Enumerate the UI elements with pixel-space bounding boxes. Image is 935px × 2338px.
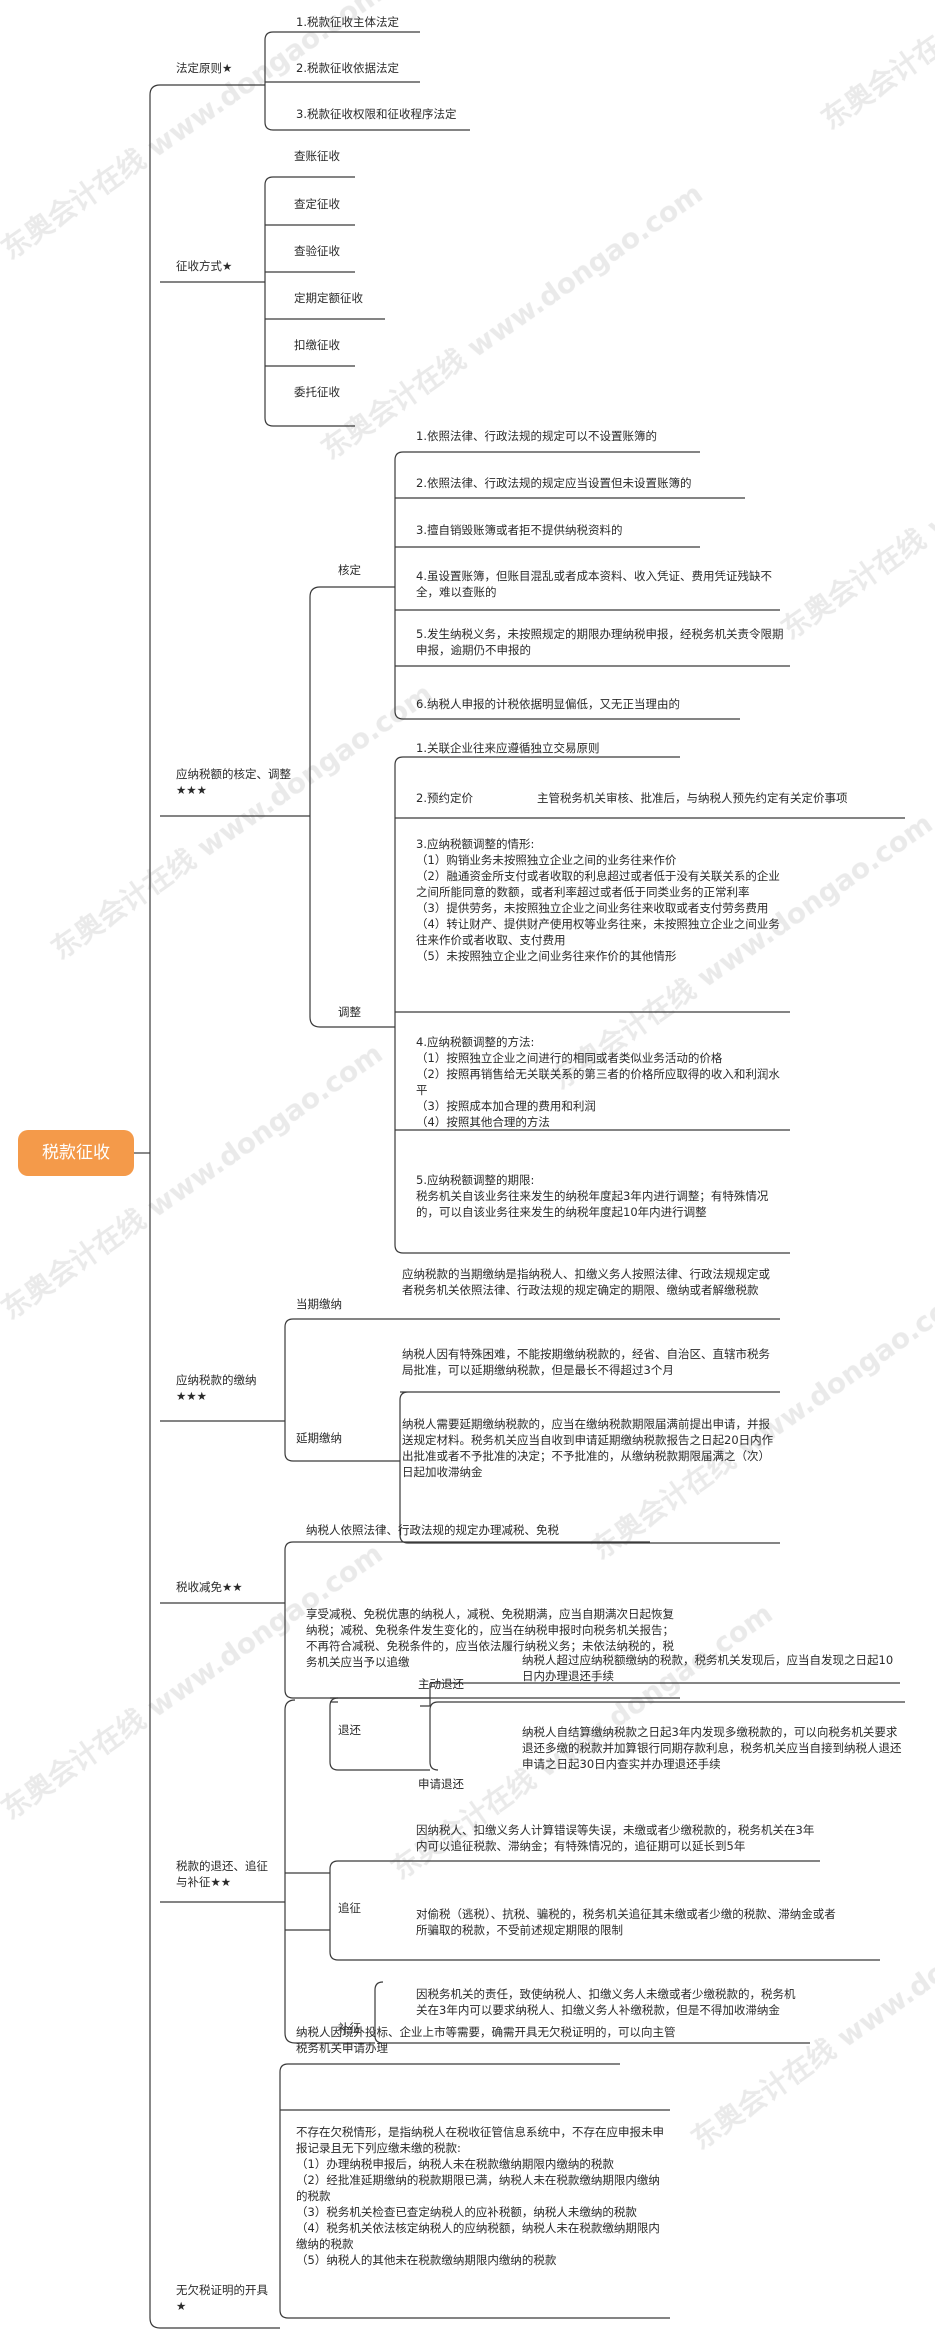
assessment-item: 5.发生纳税义务，未按照规定的期限办理纳税申报，经税务机关责令限期申报，逾期仍不…	[416, 627, 784, 657]
collection-method-item: 扣缴征收	[294, 338, 340, 352]
collection-method-item: 委托征收	[294, 385, 340, 399]
branch-legal-principle: 法定原则★	[176, 61, 233, 75]
deferred-payment-text: 纳税人需要延期缴纳税款的，应当在缴纳税款期限届满前提出申请，并报送规定材料。税务…	[402, 1417, 774, 1479]
subbranch-supplement: 补征	[338, 2021, 361, 2035]
certificate-text: 不存在欠税情形，是指纳税人在税收征管信息系统中，不存在应申报未申报记录且无下列应…	[296, 2125, 664, 2267]
deferred-payment-text: 纳税人因有特殊困难，不能按期缴纳税款的，经省、自治区、直辖市税务局批准，可以延期…	[402, 1347, 770, 1377]
current-payment-text: 应纳税款的当期缴纳是指纳税人、扣缴义务人按照法律、行政法规规定或者税务机关依照法…	[402, 1267, 770, 1297]
subbranch-refund: 退还	[338, 1723, 361, 1737]
adjustment-item: 2.预约定价	[416, 791, 473, 805]
assessment-item: 1.依照法律、行政法规的规定可以不设置账簿的	[416, 429, 657, 443]
subbranch-adjustment: 调整	[338, 1005, 361, 1019]
branch-tax-payment: 应纳税款的缴纳★★★	[176, 1373, 257, 1403]
legal-principle-item: 1.税款征收主体法定	[296, 15, 399, 29]
subbranch-deferred-payment: 延期缴纳	[296, 1431, 342, 1445]
legal-principle-item: 3.税款征收权限和征收程序法定	[296, 107, 457, 121]
certificate-text: 纳税人因境外投标、企业上市等需要，确需开具无欠税证明的，可以向主管税务机关申请办…	[296, 2025, 676, 2055]
subbranch-assessment: 核定	[338, 563, 361, 577]
assessment-item: 3.擅自销毁账簿或者拒不提供纳税资料的	[416, 523, 623, 537]
assessment-item: 6.纳税人申报的计税依据明显偏低，又无正当理由的	[416, 697, 680, 711]
subbranch-recovery: 追征	[338, 1901, 361, 1915]
recovery-text: 因纳税人、扣缴义务人计算错误等失误，未缴或者少缴税款的，税务机关在3年内可以追征…	[416, 1823, 815, 1853]
subbranch-current-payment: 当期缴纳	[296, 1297, 342, 1311]
collection-method-item: 查定征收	[294, 197, 340, 211]
branch-collection-methods: 征收方式★	[176, 259, 233, 273]
legal-principle-item: 2.税款征收依据法定	[296, 61, 399, 75]
branch-refund-recovery: 税款的退还、追征与补征★★	[176, 1859, 268, 1889]
adjustment-item: 5.应纳税额调整的期限: 税务机关自该业务往来发生的纳税年度起3年内进行调整；有…	[416, 1173, 769, 1219]
branch-tax-reduction: 税收减免★★	[176, 1580, 243, 1594]
refund-active-text: 纳税人超过应纳税额缴纳的税款，税务机关发现后，应当自发现之日起10日内办理退还手…	[522, 1653, 894, 1683]
refund-active-label: 主动退还	[418, 1677, 464, 1691]
adjustment-item: 4.应纳税额调整的方法: （1）按照独立企业之间进行的相同或者类似业务活动的价格…	[416, 1035, 780, 1129]
refund-application-text: 纳税人自结算缴纳税款之日起3年内发现多缴税款的，可以向税务机关要求退还多缴的税款…	[522, 1725, 902, 1771]
assessment-item: 2.依照法律、行政法规的规定应当设置但未设置账簿的	[416, 476, 692, 490]
adjustment-item-detail: 主管税务机关审核、批准后，与纳税人预先约定有关定价事项	[537, 791, 848, 805]
recovery-text: 对偷税（逃税）、抗税、骗税的，税务机关追征其未缴或者少缴的税款、滞纳金或者所骗取…	[416, 1907, 836, 1937]
reduction-text: 纳税人依照法律、行政法规的规定办理减税、免税	[306, 1523, 559, 1537]
branch-assessment-adjustment: 应纳税额的核定、调整★★★	[176, 767, 291, 797]
adjustment-item: 3.应纳税额调整的情形: （1）购销业务未按照独立企业之间的业务往来作价 （2）…	[416, 837, 780, 963]
branch-no-arrears-certificate: 无欠税证明的开具★	[176, 2283, 268, 2313]
refund-application-label: 申请退还	[418, 1777, 464, 1791]
assessment-item: 4.虽设置账簿，但账目混乱或者成本资料、收入凭证、费用凭证残缺不全，难以查账的	[416, 569, 772, 599]
reduction-text: 享受减税、免税优惠的纳税人，减税、免税期满，应当自期满次日起恢复纳税；减税、免税…	[306, 1607, 674, 1669]
collection-method-item: 查账征收	[294, 149, 340, 163]
root-node: 税款征收	[18, 1130, 134, 1176]
collection-method-item: 定期定额征收	[294, 291, 363, 305]
supplement-text: 因税务机关的责任，致使纳税人、扣缴义务人未缴或者少缴税款的，税务机关在3年内可以…	[416, 1987, 796, 2017]
collection-method-item: 查验征收	[294, 244, 340, 258]
adjustment-item: 1.关联企业往来应遵循独立交易原则	[416, 741, 600, 755]
